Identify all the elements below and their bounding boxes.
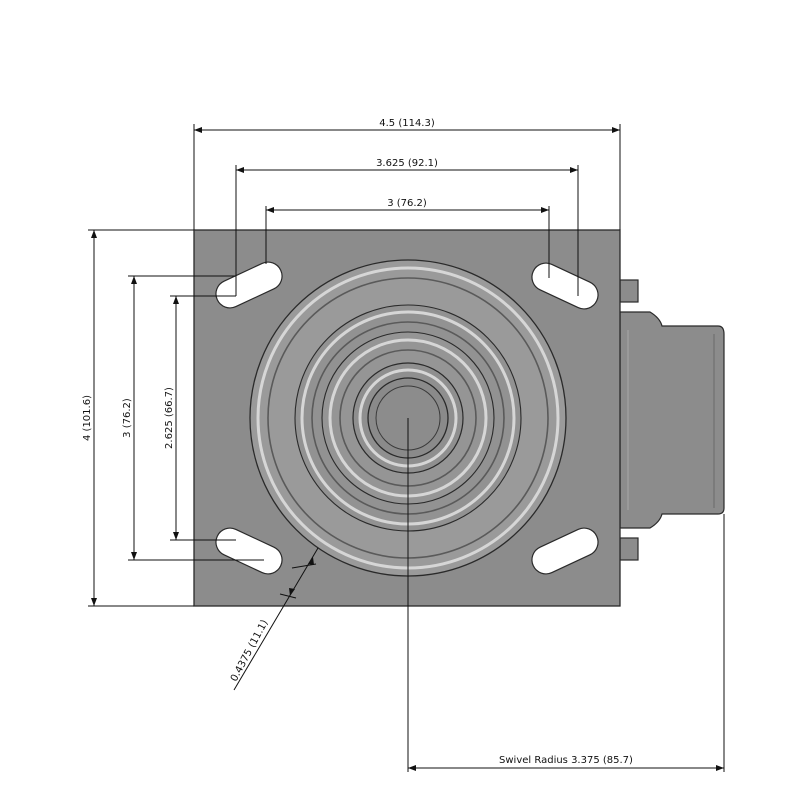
overall-height-label: 4 (101.6) <box>82 395 93 441</box>
dimension-bolt-outer-height: 3 (76.2) <box>122 275 264 561</box>
bolt-outer-height-label: 3 (76.2) <box>122 398 133 438</box>
bolt-slot-top-right <box>531 262 599 310</box>
dimension-swivel-radius: Swivel Radius 3.375 (85.7) <box>407 418 725 772</box>
bolt-inner-width-label: 3 (76.2) <box>387 198 427 209</box>
dimension-bolt-inner-height: 2.625 (66.7) <box>164 295 236 541</box>
dimension-bolt-inner-width: 3 (76.2) <box>265 198 550 278</box>
wheel-housing <box>619 279 725 561</box>
bolt-outer-width-label: 3.625 (92.1) <box>376 158 438 169</box>
swivel-radius-label: Swivel Radius 3.375 (85.7) <box>499 755 633 766</box>
fork-leg-upper <box>619 279 639 303</box>
top-plate <box>193 229 621 607</box>
dimension-bolt-outer-width: 3.625 (92.1) <box>235 158 579 296</box>
dimension-overall-width: 4.5 (114.3) <box>193 118 621 230</box>
bolt-inner-height-label: 2.625 (66.7) <box>164 387 175 449</box>
bolt-slot-bottom-right <box>531 527 599 575</box>
dimension-overall-height: 4 (101.6) <box>82 229 194 607</box>
fork-leg-lower <box>619 537 639 561</box>
wheel-body <box>619 311 725 529</box>
slot-width-label: 0.4375 (11.1) <box>229 618 271 684</box>
overall-width-label: 4.5 (114.3) <box>379 118 435 129</box>
